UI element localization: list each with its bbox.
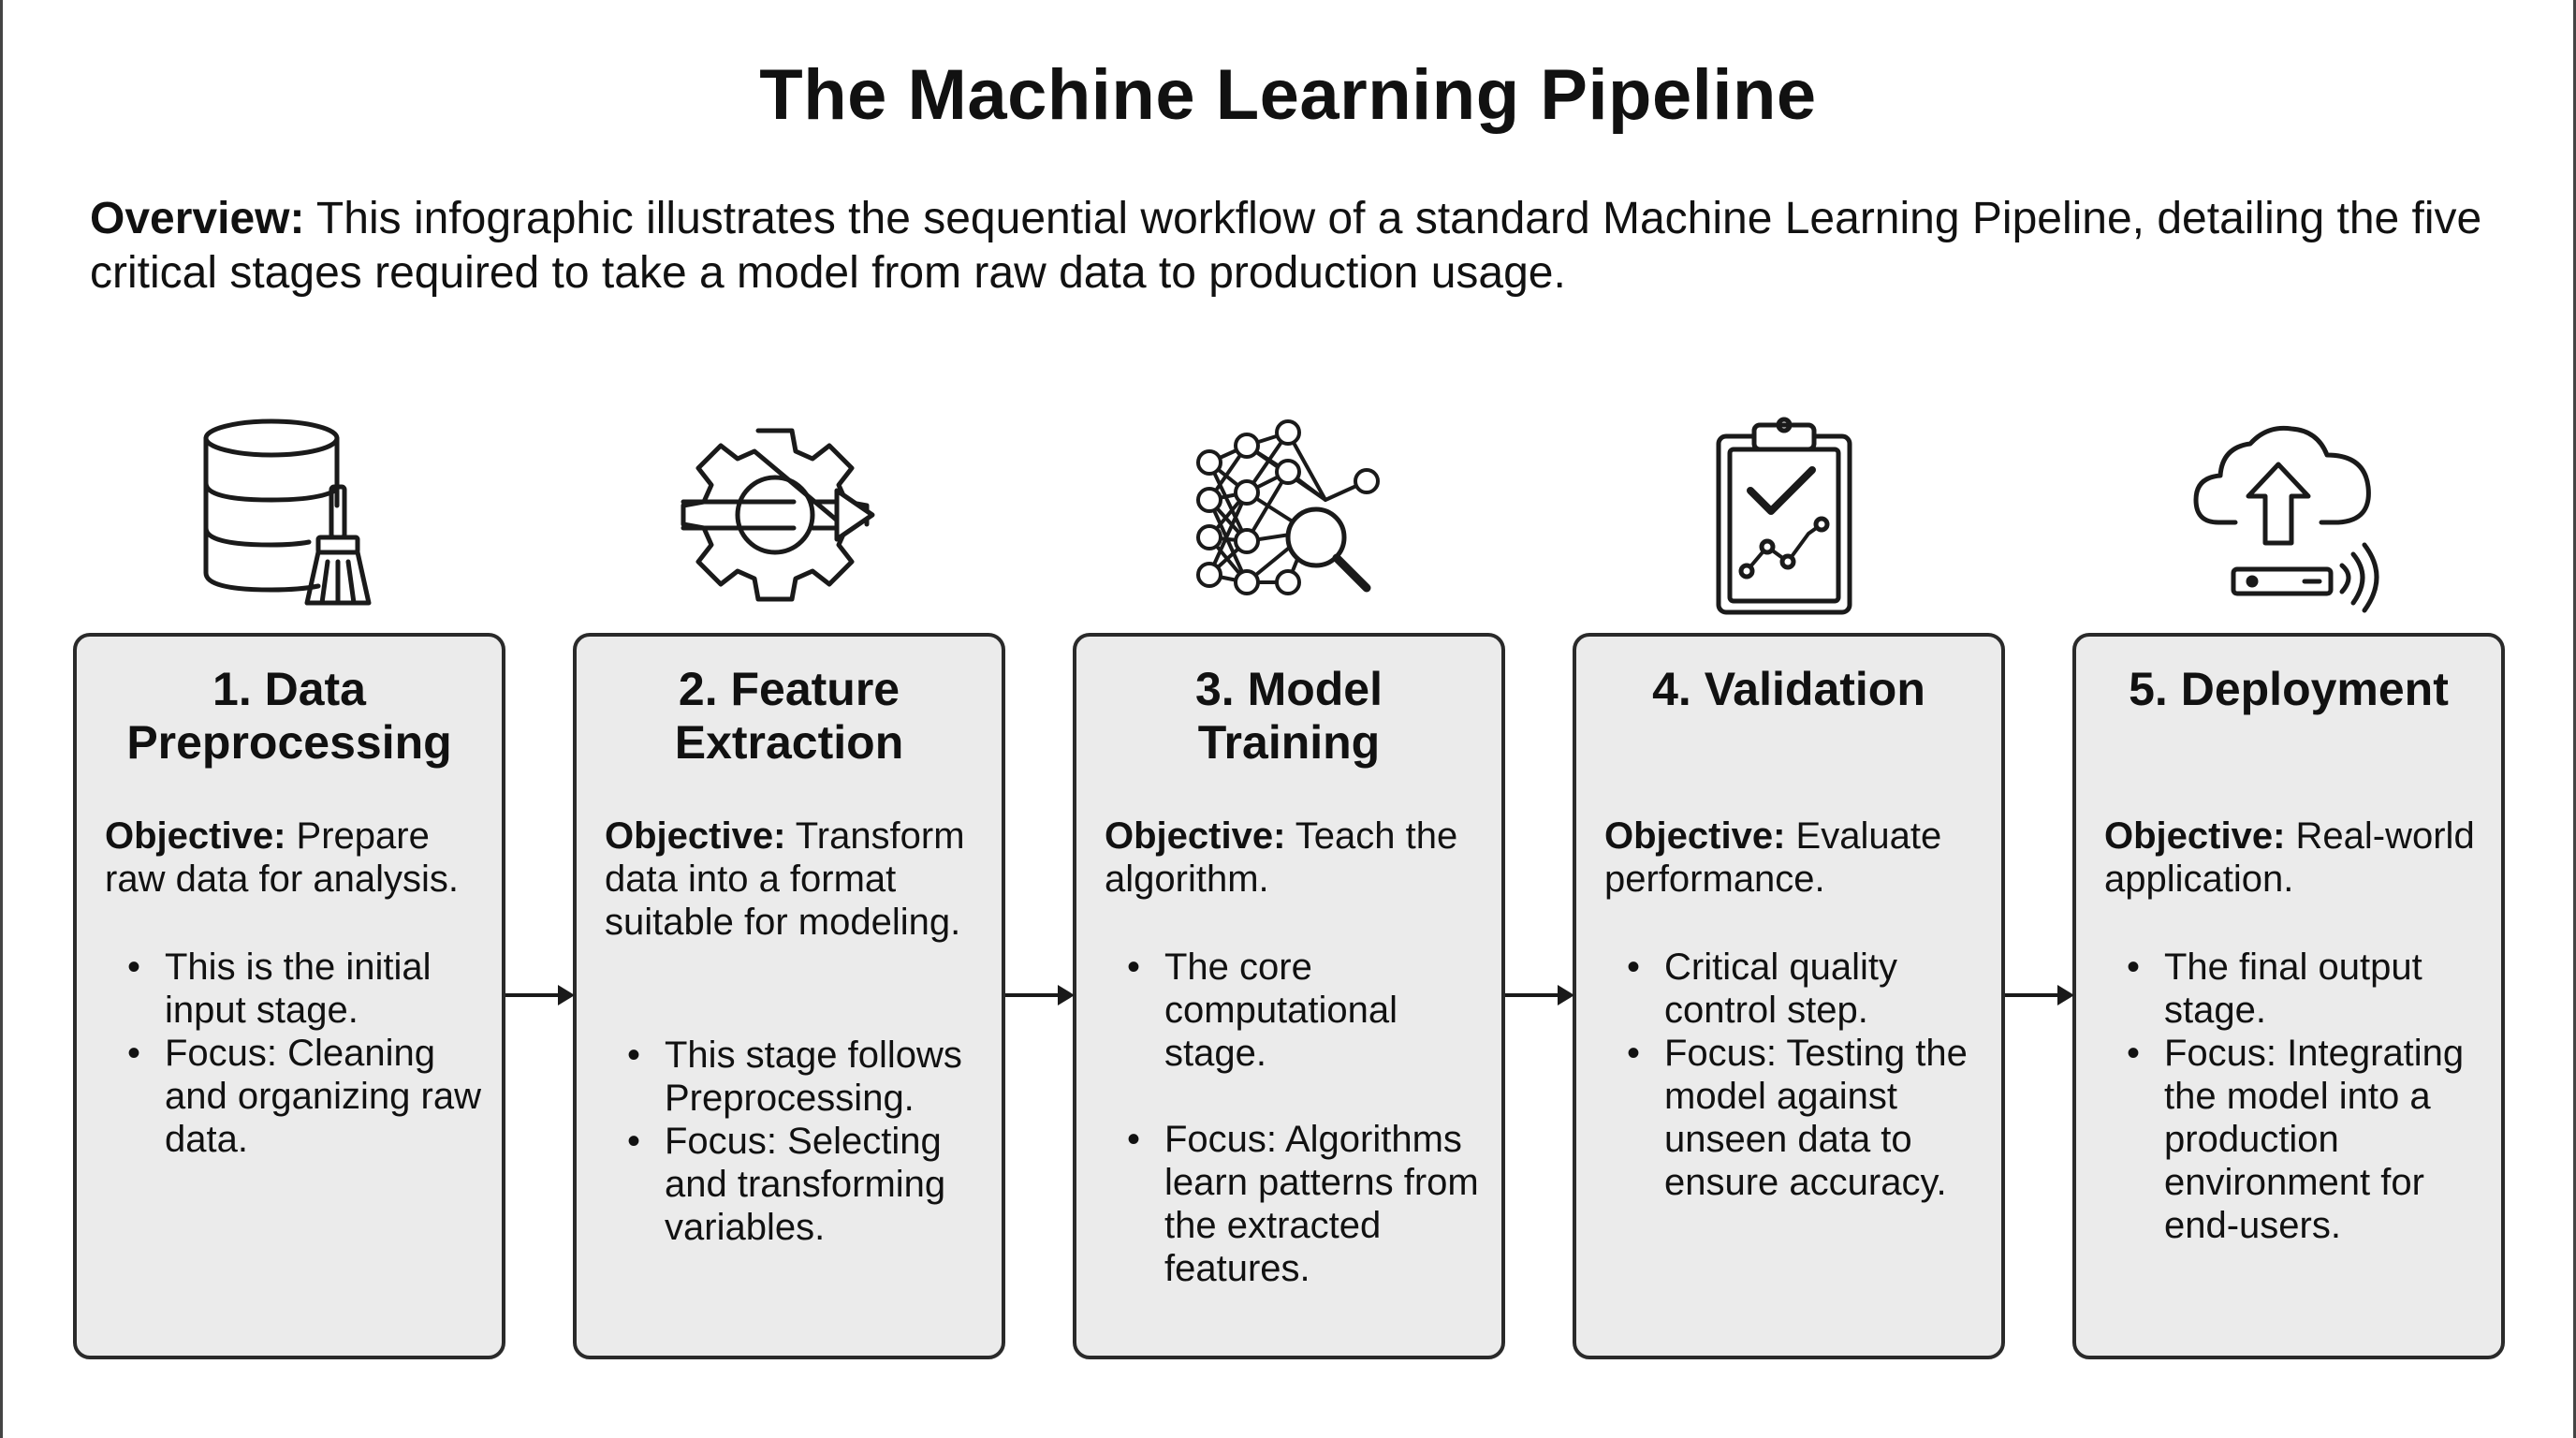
stage-card-validation: 4. Validation Objective: Evaluate perfor… xyxy=(1573,633,2005,1359)
stage-bullets: This is the initial input stage. Focus: … xyxy=(105,946,485,1161)
page-title: The Machine Learning Pipeline xyxy=(759,55,1817,135)
stage-bullets: Critical quality control step. Focus: Te… xyxy=(1604,946,1984,1204)
overview-label: Overview: xyxy=(90,194,305,243)
list-item: Focus: Integrating the model into a prod… xyxy=(2104,1032,2473,1247)
list-item: The final output stage. xyxy=(2104,946,2473,1032)
list-item: Focus: Cleaning and organizing raw data. xyxy=(105,1032,485,1161)
stage-objective: Objective: Real-world application. xyxy=(2104,815,2475,900)
overview-text: This infographic illustrates the sequent… xyxy=(90,194,2482,298)
stage-card-deployment: 5. Deployment Objective: Real-world appl… xyxy=(2072,633,2505,1359)
stage-objective: Objective: Evaluate performance. xyxy=(1604,815,1942,900)
list-item: The core computational stage. xyxy=(1105,946,1479,1075)
list-item: This stage follows Preprocessing. xyxy=(605,1034,985,1120)
stage-objective: Objective: Transform data into a format … xyxy=(605,815,965,943)
stage-title: 5. Deployment xyxy=(2129,663,2449,715)
list-item: Focus: Testing the model against unseen … xyxy=(1604,1032,1984,1204)
neural-network-icon xyxy=(1185,416,1391,622)
database-broom-icon xyxy=(178,412,384,618)
arrow-right-icon xyxy=(1005,985,1075,1005)
arrow-right-icon xyxy=(505,985,575,1005)
stage-bullets: The final output stage. Focus: Integrati… xyxy=(2104,946,2473,1247)
stage-bullets: The core computational stage. Focus: Alg… xyxy=(1105,946,1479,1290)
overview-paragraph: Overview: This infographic illustrates t… xyxy=(90,192,2505,301)
stage-bullets: This stage follows Preprocessing. Focus:… xyxy=(605,1034,985,1249)
list-item: Critical quality control step. xyxy=(1604,946,1984,1032)
list-item: Focus: Algorithms learn patterns from th… xyxy=(1105,1118,1479,1290)
gear-arrow-icon xyxy=(672,412,878,618)
arrow-right-icon xyxy=(1505,985,1574,1005)
list-item: Focus: Selecting and transforming variab… xyxy=(605,1120,985,1249)
list-item: This is the initial input stage. xyxy=(105,946,485,1032)
stage-objective: Objective: Teach the algorithm. xyxy=(1105,815,1458,900)
stage-objective: Objective: Prepare raw data for analysis… xyxy=(105,815,459,900)
cloud-upload-icon xyxy=(2181,412,2387,618)
stage-title: 4. Validation xyxy=(1652,663,1925,715)
clipboard-check-icon xyxy=(1681,412,1887,618)
arrow-right-icon xyxy=(2005,985,2074,1005)
